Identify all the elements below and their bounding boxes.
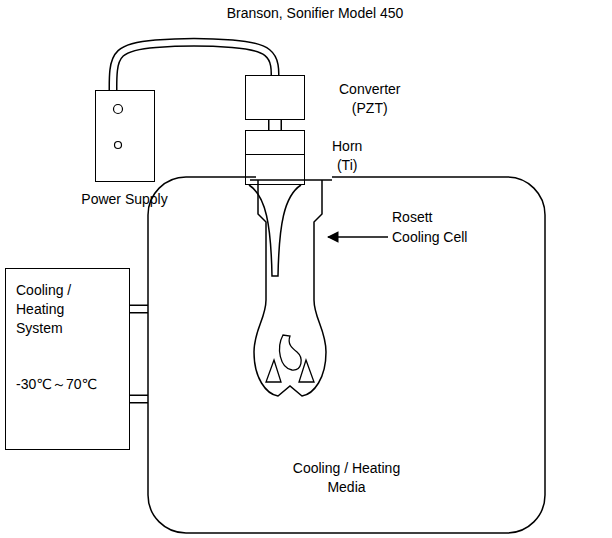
- node-text: Cooling / Heating Media: [287, 459, 407, 497]
- connector-core: [130, 306, 148, 312]
- connector-core: [270, 120, 281, 130]
- cable: [113, 42, 275, 90]
- connector-outline: [268, 120, 282, 130]
- cell-loop: [280, 335, 302, 370]
- connector-outline: [113, 42, 275, 90]
- node-text: -30℃～70℃: [16, 375, 97, 394]
- node-text: Power Supply: [81, 190, 167, 209]
- cell-rim: [250, 179, 332, 181]
- leader-arrow: [328, 236, 388, 237]
- node-text: Cooling / Heating System: [16, 281, 91, 338]
- knob: [115, 142, 122, 149]
- diagram-title: Branson, Sonifier Model 450: [0, 4, 612, 22]
- power-supply-box: Power Supply: [95, 90, 155, 182]
- cooling-cell: [254, 180, 326, 396]
- connector-core: [130, 396, 148, 402]
- horn-tip: [249, 185, 301, 276]
- horn-stub: [275, 120, 276, 130]
- coolant-pipe: [130, 399, 148, 400]
- coolant-pipe: [130, 309, 148, 310]
- bath-outline: [148, 177, 545, 533]
- power-knobs: [96, 91, 153, 180]
- knob: [114, 105, 123, 114]
- connector-core: [113, 42, 275, 90]
- part-label: Rosett Cooling Cell: [392, 207, 476, 247]
- cooling-bath: Cooling / Heating Media: [148, 177, 545, 533]
- converter-box: Converter (PZT): [245, 75, 305, 120]
- cooling-system-box: Cooling / Heating System -30℃～70℃: [5, 268, 130, 450]
- node-text: Converter (PZT): [339, 80, 400, 118]
- connector-outline: [130, 305, 148, 314]
- cell-fin: [266, 360, 281, 382]
- node-text: Horn (Ti): [332, 137, 362, 175]
- horn-step: [246, 154, 304, 155]
- cell-fin: [299, 360, 314, 382]
- connector-outline: [130, 395, 148, 404]
